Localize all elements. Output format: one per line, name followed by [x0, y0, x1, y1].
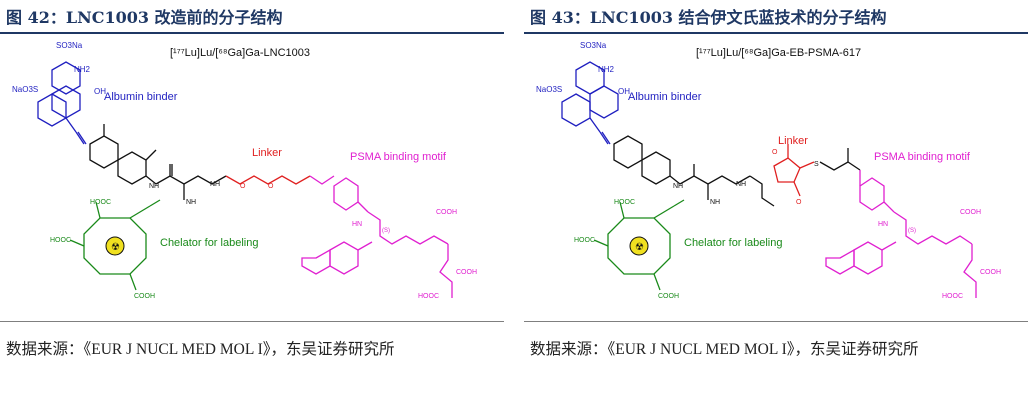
- hn-label: HN: [352, 221, 362, 228]
- linker-label: Linker: [252, 147, 282, 159]
- hooc-label: HOOC: [418, 293, 439, 300]
- source-rule: [0, 321, 504, 322]
- title-rule: [0, 32, 504, 34]
- cooh-label: COOH: [960, 209, 981, 216]
- source-journal: 《EUR J NUCL MED MOL I》: [83, 341, 271, 358]
- o-label: O: [796, 199, 802, 206]
- cooh-label: COOH: [134, 293, 155, 300]
- source-journal: 《EUR J NUCL MED MOL I》: [607, 341, 795, 358]
- nh-label: NH: [736, 181, 746, 188]
- hooc-label: HOOC: [50, 237, 71, 244]
- albumin-binder-group: [561, 61, 619, 145]
- radiation-glyph: ☢: [635, 242, 644, 253]
- nh-label: NH: [210, 181, 220, 188]
- cooh-label: COOH: [436, 209, 457, 216]
- cooh-label: COOH: [456, 269, 477, 276]
- hooc-label: HOOC: [90, 199, 111, 206]
- hooc-label: HOOC: [942, 293, 963, 300]
- chelator-group: [593, 199, 685, 291]
- source-rule: [524, 321, 1028, 322]
- source-note: 数据来源：《EUR J NUCL MED MOL I》，东吴证券研究所: [530, 334, 1020, 365]
- hooc-label: HOOC: [614, 199, 635, 206]
- stereo-label: (S): [382, 228, 390, 234]
- o-label: O: [240, 183, 246, 190]
- hooc-label: HOOC: [574, 237, 595, 244]
- psma-motif-group: [301, 175, 453, 298]
- naso3-label: NaO3S: [536, 85, 562, 94]
- cooh-label: COOH: [980, 269, 1001, 276]
- molecule-structure: [¹⁷⁷Lu]Lu/[⁶⁸Ga]Ga-EB-PSMA-617 SO3Na NH2…: [524, 36, 1028, 316]
- figure-title: 图 43：LNC1003 结合伊文氏蓝技术的分子结构: [530, 8, 887, 27]
- so3na-label: SO3Na: [56, 41, 83, 50]
- chelator-label: Chelator for labeling: [684, 237, 782, 249]
- structure-drawing: [¹⁷⁷Lu]Lu/[⁶⁸Ga]Ga-LNC1003 SO3Na NH2 OH …: [12, 41, 477, 300]
- radioactive-icon: [629, 236, 649, 256]
- thioether-chain: [819, 148, 861, 171]
- source-suffix: ，东吴证券研究所: [794, 340, 919, 358]
- compound-name: [¹⁷⁷Lu]Lu/[⁶⁸Ga]Ga-EB-PSMA-617: [696, 47, 861, 59]
- nh2-label: NH2: [74, 65, 91, 74]
- source-prefix: 数据来源：: [530, 340, 608, 358]
- o-label: O: [772, 149, 778, 156]
- linker-group: [225, 175, 311, 185]
- source-note: 数据来源：《EUR J NUCL MED MOL I》，东吴证券研究所: [6, 334, 496, 365]
- so3na-label: SO3Na: [580, 41, 607, 50]
- figure-42-panel: 图 42：LNC1003 改造前的分子结构 [¹⁷⁷Lu]Lu/[⁶⁸Ga]Ga…: [0, 0, 504, 404]
- compound-name: [¹⁷⁷Lu]Lu/[⁶⁸Ga]Ga-LNC1003: [170, 47, 310, 59]
- albumin-binder-group: [37, 61, 87, 145]
- biphenyl-core: [613, 135, 775, 207]
- nh-label: NH: [186, 199, 196, 206]
- radioactive-icon: [105, 236, 125, 256]
- albumin-binder-label: Albumin binder: [628, 91, 702, 103]
- hn-label: HN: [878, 221, 888, 228]
- source-suffix: ，东吴证券研究所: [270, 340, 395, 358]
- o-label: O: [268, 183, 274, 190]
- figure-title: 图 42：LNC1003 改造前的分子结构: [6, 8, 283, 27]
- radiation-glyph: ☢: [111, 242, 120, 253]
- naso3-label: NaO3S: [12, 85, 38, 94]
- psma-binding-label: PSMA binding motif: [874, 151, 971, 163]
- nh-label: NH: [149, 183, 159, 190]
- psma-binding-label: PSMA binding motif: [350, 151, 447, 163]
- oh-label: OH: [618, 87, 630, 96]
- oh-label: OH: [94, 87, 106, 96]
- nh-label: NH: [673, 183, 683, 190]
- source-prefix: 数据来源：: [6, 340, 84, 358]
- albumin-binder-label: Albumin binder: [104, 91, 178, 103]
- title-rule: [524, 32, 1028, 34]
- nh-label: NH: [710, 199, 720, 206]
- structure-drawing: [¹⁷⁷Lu]Lu/[⁶⁸Ga]Ga-EB-PSMA-617 SO3Na NH2…: [536, 41, 1001, 300]
- figure-43-panel: 图 43：LNC1003 结合伊文氏蓝技术的分子结构 [¹⁷⁷Lu]Lu/[⁶⁸…: [524, 0, 1028, 404]
- linker-label: Linker: [778, 135, 808, 147]
- molecule-structure: [¹⁷⁷Lu]Lu/[⁶⁸Ga]Ga-LNC1003 SO3Na NH2 OH …: [0, 36, 504, 316]
- cooh-label: COOH: [658, 293, 679, 300]
- stereo-label: (S): [908, 228, 916, 234]
- psma-motif-group: [825, 170, 977, 298]
- chelator-group: [69, 199, 161, 291]
- linker-group: [773, 144, 815, 197]
- chelator-label: Chelator for labeling: [160, 237, 258, 249]
- nh2-label: NH2: [598, 65, 615, 74]
- s-label: S: [814, 161, 819, 168]
- biphenyl-core: [89, 124, 227, 200]
